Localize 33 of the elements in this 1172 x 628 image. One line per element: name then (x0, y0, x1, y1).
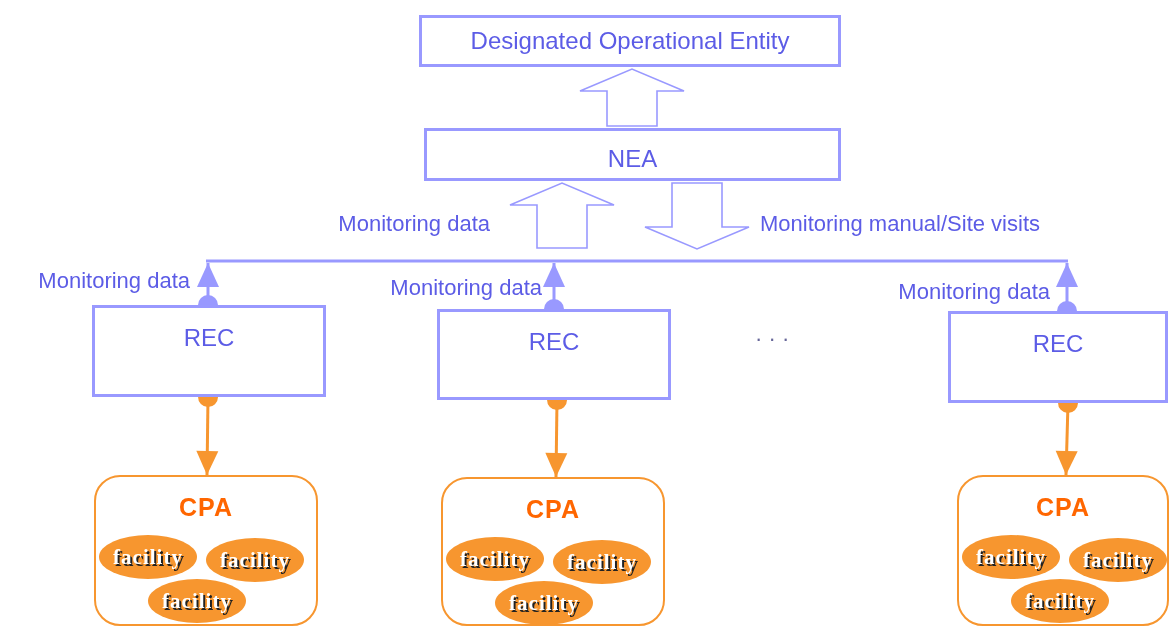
block-arrow (509, 182, 615, 249)
box-label: REC (183, 324, 235, 351)
facility-label: facility (460, 546, 530, 572)
box-label: REC (1032, 330, 1084, 357)
facility-label: facility (976, 544, 1046, 570)
facility-label: facility (220, 547, 290, 573)
facility-ellipse (962, 535, 1060, 579)
block-arrow (579, 68, 685, 127)
cpa-rounded-box (94, 475, 318, 626)
rec-box (437, 309, 671, 400)
facility-label: facility (1083, 547, 1153, 573)
facility-label: facility (567, 549, 637, 575)
entity-box (419, 15, 841, 67)
ellipsis-text: · · · (755, 326, 790, 352)
facility-ellipse (99, 535, 197, 579)
facility-label: facility (162, 588, 232, 614)
facility-ellipse (446, 537, 544, 581)
cpa-rounded-box (957, 475, 1169, 626)
facility-label: facility (1025, 588, 1095, 614)
facility-label: facility (509, 590, 579, 616)
cpa-heading: CPA (526, 495, 580, 523)
box-label: REC (528, 328, 580, 355)
box-label: NEA (607, 145, 658, 172)
cpa-rounded-box (441, 477, 665, 626)
facility-ellipse (1069, 538, 1167, 582)
rec-box (948, 311, 1168, 403)
cpa-heading: CPA (1036, 493, 1090, 521)
block-arrow (644, 182, 750, 250)
rec-box (92, 305, 326, 397)
box-label: Designated Operational Entity (470, 27, 790, 54)
cpa-heading: CPA (179, 493, 233, 521)
agency-box (424, 128, 841, 181)
facility-label: facility (113, 544, 183, 570)
